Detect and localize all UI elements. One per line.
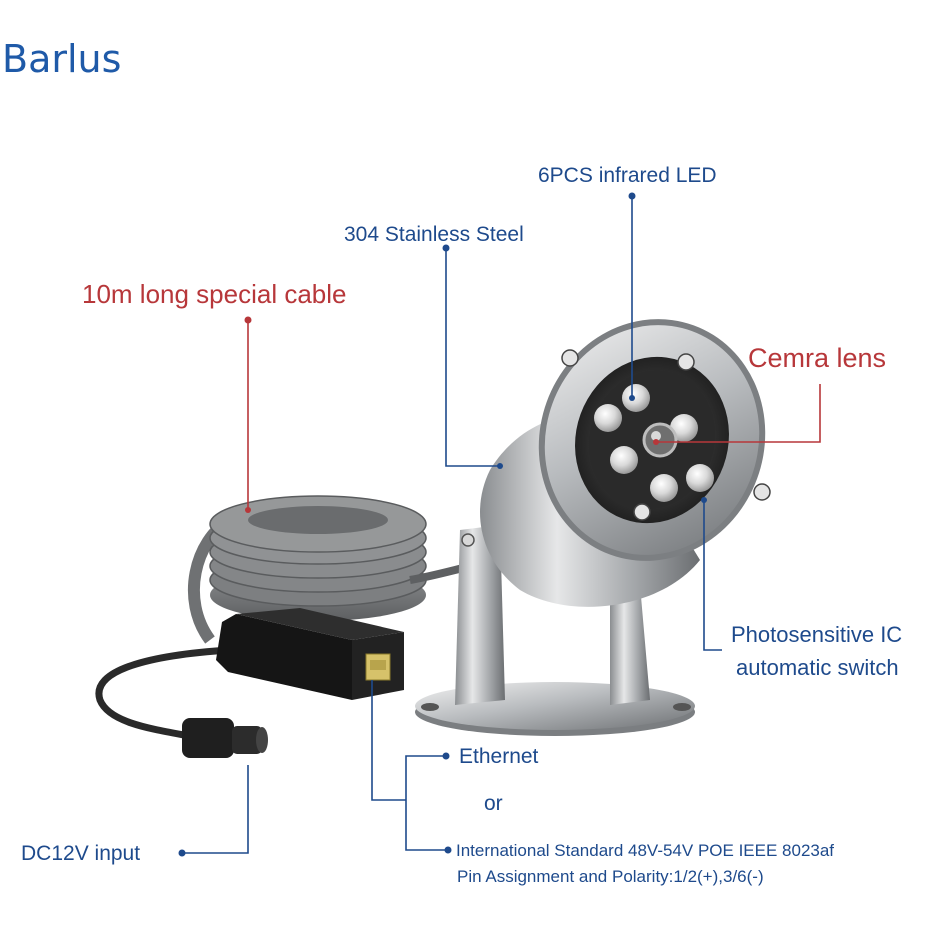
label-camera-lens: Cemra lens	[748, 343, 887, 373]
poe-adapter	[216, 608, 404, 700]
label-stainless-steel: 304 Stainless Steel	[344, 223, 524, 246]
callout-lens-line	[656, 384, 821, 443]
camera-housing	[480, 319, 771, 607]
label-or: or	[484, 792, 503, 815]
callout-dc-line	[182, 765, 249, 854]
label-dc-input: DC12V input	[21, 842, 141, 865]
label-infrared-led: 6PCS infrared LED	[538, 164, 717, 187]
label-photosensitive-line2: automatic switch	[736, 655, 899, 680]
label-photosensitive-line1: Photosensitive IC	[731, 622, 903, 647]
label-special-cable: 10m long special cable	[82, 279, 347, 309]
callout-poe-line	[371, 680, 406, 801]
dc-cable	[95, 646, 268, 758]
mount-bracket	[455, 525, 650, 705]
label-poe-line2: Pin Assignment and Polarity:1/2(+),3/6(-…	[457, 867, 764, 886]
label-poe-line1: International Standard 48V-54V POE IEEE …	[456, 841, 835, 860]
callout-steel-line	[445, 248, 500, 467]
callout-photo-line	[703, 500, 722, 651]
brand-logo: Barlus	[2, 37, 122, 81]
callout-lines	[178, 192, 821, 857]
label-ethernet: Ethernet	[459, 745, 539, 768]
cable-coil	[187, 495, 501, 644]
